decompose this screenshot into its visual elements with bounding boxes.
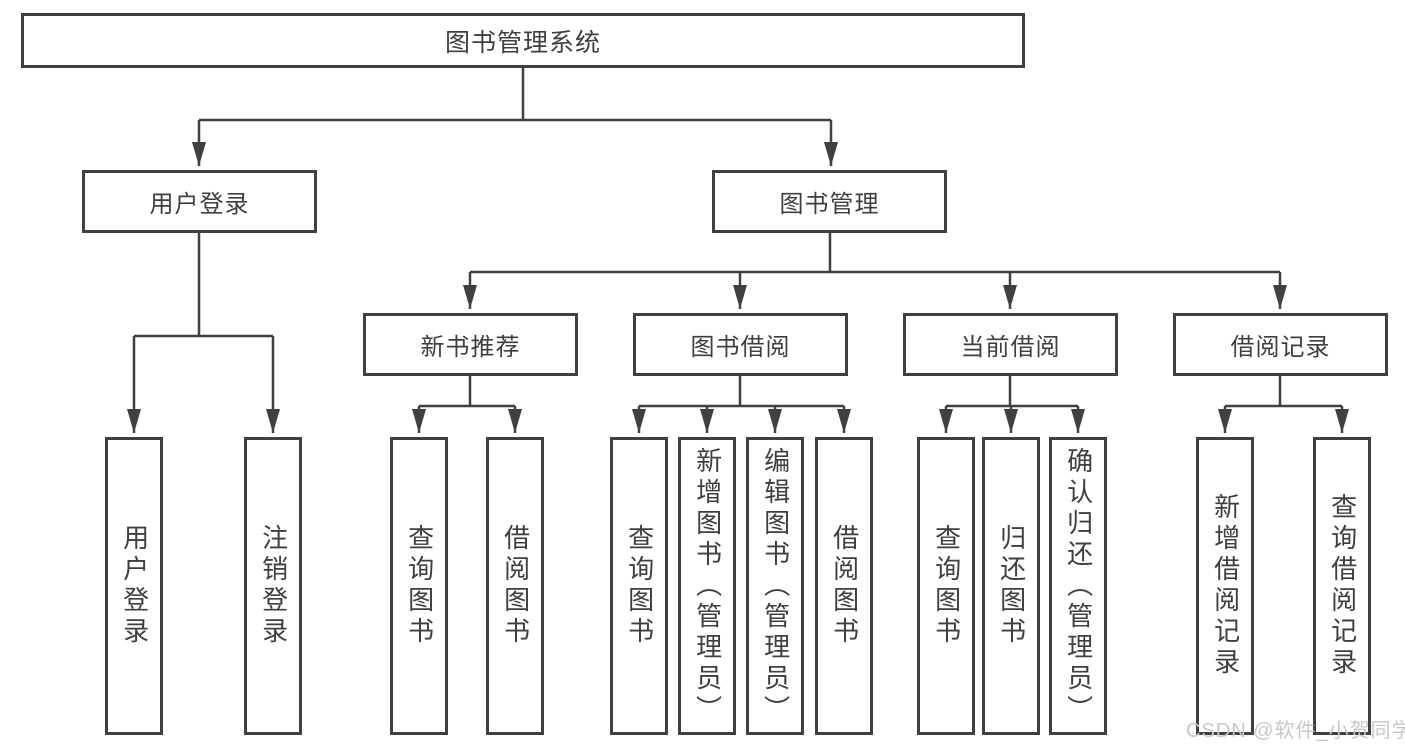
leaf-user-login: 用户登录 <box>105 437 163 735</box>
node-current-borrow: 当前借阅 <box>903 313 1118 376</box>
leaf-borrow-add-admin: 新增图书（管理员） <box>678 437 736 735</box>
leaf-records-query: 查询借阅记录 <box>1313 437 1371 735</box>
leaf-current-return: 归还图书 <box>982 437 1040 735</box>
leaf-current-query: 查询图书 <box>917 437 975 735</box>
node-user-login: 用户登录 <box>82 170 317 233</box>
leaf-records-add: 新增借阅记录 <box>1196 437 1254 735</box>
node-new-book-recommend: 新书推荐 <box>363 313 578 376</box>
leaf-borrow-borrow: 借阅图书 <box>815 437 873 735</box>
leaf-borrow-query: 查询图书 <box>610 437 668 735</box>
node-root: 图书管理系统 <box>21 13 1025 68</box>
node-book-management: 图书管理 <box>712 170 947 233</box>
leaf-current-confirm-admin: 确认归还（管理员） <box>1049 437 1107 735</box>
leaf-newbooks-query: 查询图书 <box>390 437 448 735</box>
leaf-borrow-edit-admin: 编辑图书（管理员） <box>746 437 804 735</box>
csdn-watermark: CSDN @软件_小贺同学 <box>1186 720 1405 742</box>
leaf-logout: 注销登录 <box>244 437 302 735</box>
node-book-borrow: 图书借阅 <box>633 313 848 376</box>
node-borrow-records: 借阅记录 <box>1173 313 1388 376</box>
leaf-newbooks-borrow: 借阅图书 <box>486 437 544 735</box>
